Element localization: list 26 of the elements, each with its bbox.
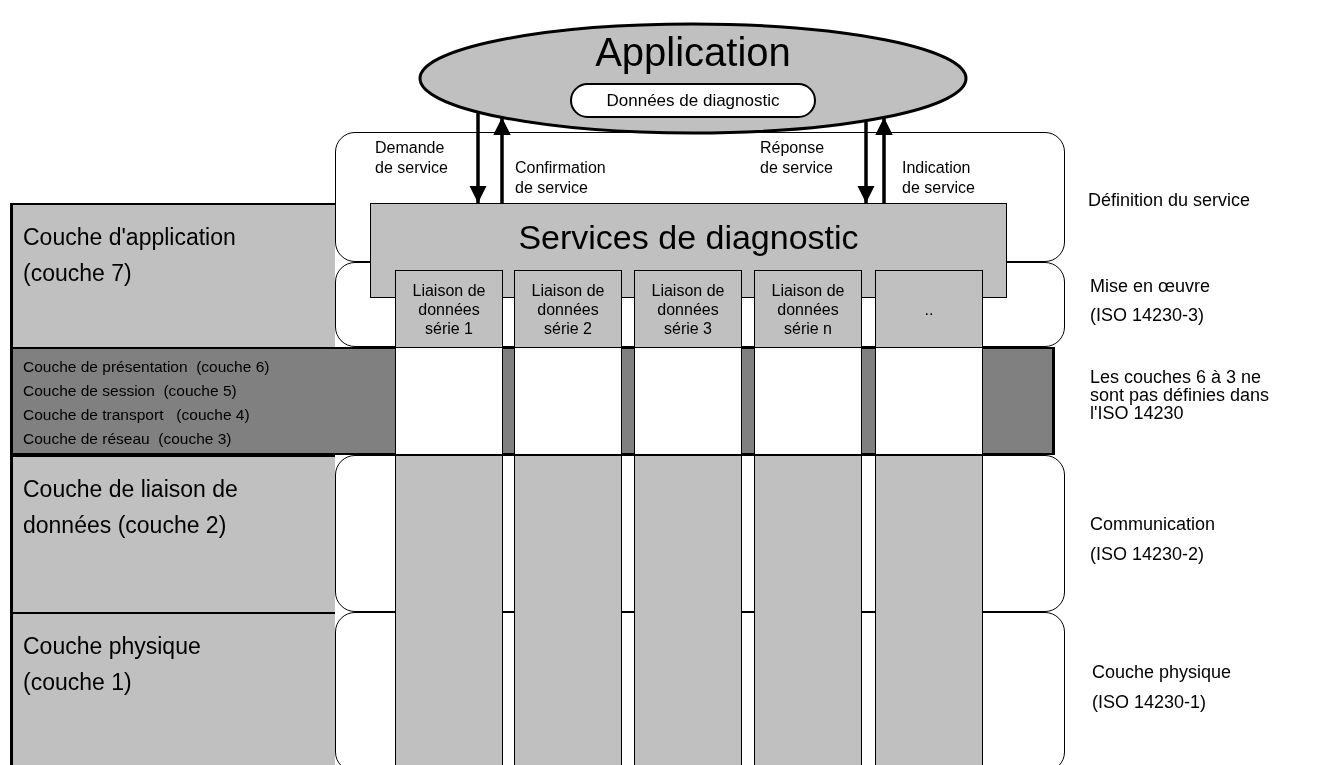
side-note: Couche physique [1092, 662, 1232, 683]
link-box: Liaison de données série 2 [514, 270, 622, 348]
link-box: Liaison de données série 3 [634, 270, 742, 348]
link-box: Liaison de données série n [754, 270, 862, 348]
layer-box: Couche d'application (couche 7) [10, 203, 335, 348]
ellipse-title: Application [594, 30, 792, 75]
layer-name: Couche de réseau (couche 3) [23, 429, 232, 449]
arrow [493, 117, 511, 203]
side-note: Définition du service [1088, 190, 1251, 211]
arrow [469, 112, 487, 203]
layer-name: Couche de session (couche 5) [23, 381, 237, 401]
link-box: Liaison de données série 1 [395, 270, 503, 348]
side-note: (ISO 14230-1) [1092, 692, 1207, 713]
data-pill: Données de diagnostic [570, 83, 816, 118]
side-note: Les couches 6 à 3 ne sont pas définies dans l'ISO 14230 [1090, 368, 1271, 422]
side-note: Mise en œuvre [1090, 276, 1211, 297]
side-note: (ISO 14230-3) [1090, 305, 1205, 326]
side-note: (ISO 14230-2) [1090, 544, 1205, 565]
link-box: .. [875, 270, 983, 348]
arrow [857, 120, 875, 203]
arrow [875, 117, 893, 203]
side-note: Communication [1090, 514, 1216, 535]
layer-box: Couche de liaison de données (couche 2) [10, 455, 335, 612]
layer-name: Couche de présentation (couche 6) [23, 357, 270, 377]
layer-box: Couche physique (couche 1) [10, 612, 335, 765]
layer-name: Couche de transport (couche 4) [23, 405, 250, 425]
